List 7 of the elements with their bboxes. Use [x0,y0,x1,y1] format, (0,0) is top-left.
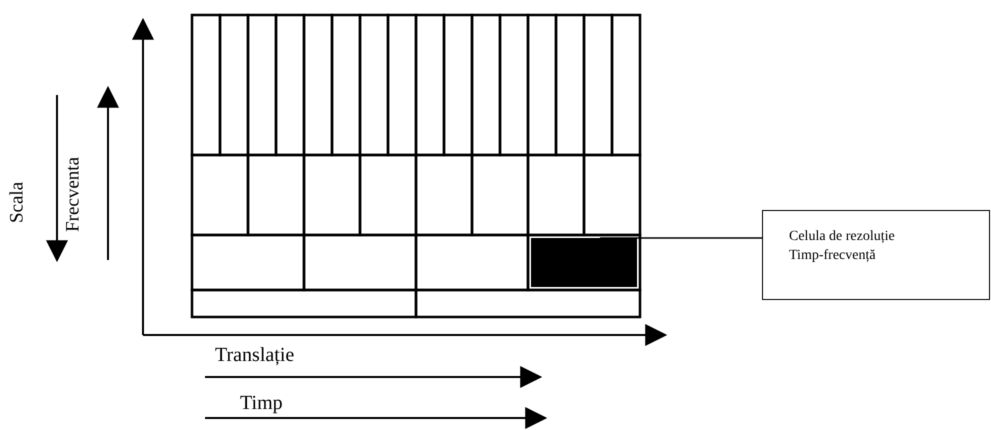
highlighted-cell [531,238,637,287]
callout-box: Celula de rezoluție Timp-frecvență [762,210,990,300]
axis-label: Scala [8,182,28,224]
axis-label: Frecventa [64,157,84,232]
leader-line [600,237,762,239]
axis-label: Timp [240,392,283,414]
axis-label: Translație [215,344,294,366]
